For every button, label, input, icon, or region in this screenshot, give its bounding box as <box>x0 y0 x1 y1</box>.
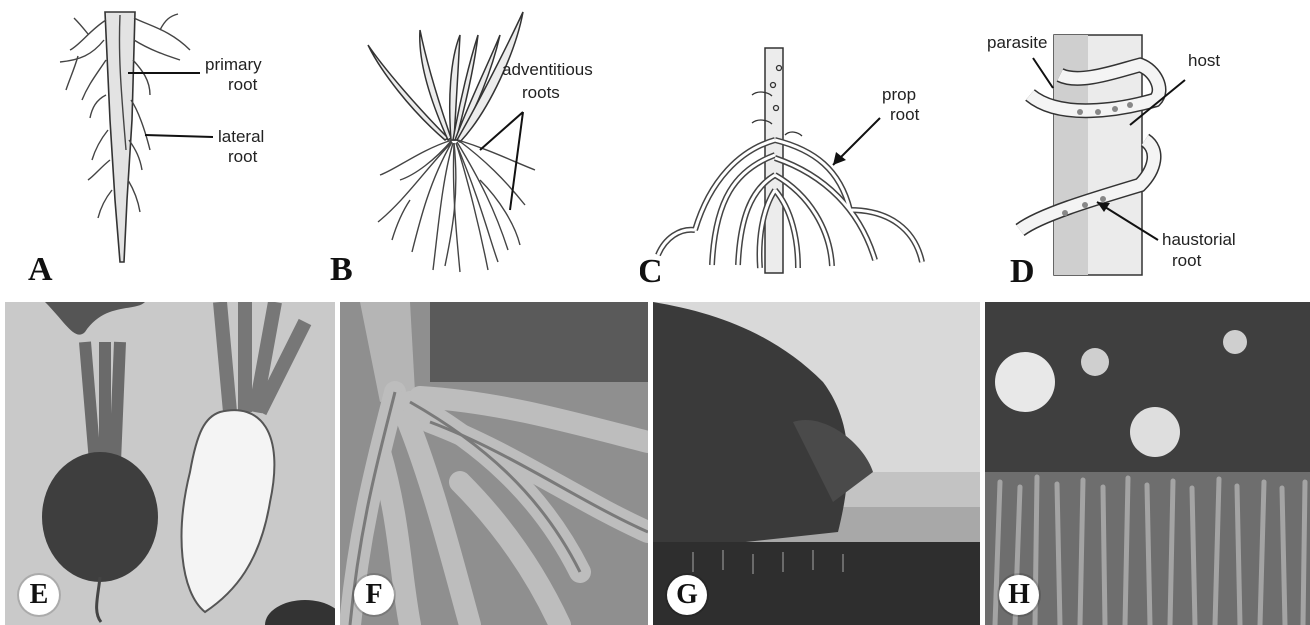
panel-f-letter: F <box>354 575 394 615</box>
panel-a-taproot-diagram: primary root lateral root A <box>0 0 320 295</box>
adventitious-label-line1: adventitious <box>502 60 593 79</box>
storage-roots-photo <box>5 302 335 625</box>
prop-root-label-line1: prop <box>882 85 916 104</box>
haustorial-label-line1: haustorial <box>1162 230 1236 249</box>
adventitious-roots-drawing: adventitious roots B <box>320 0 640 295</box>
panel-b-letter: B <box>330 251 353 288</box>
lateral-root-label-line1: lateral <box>218 127 264 146</box>
adventitious-label-line2: roots <box>522 83 560 102</box>
panel-a-letter: A <box>28 251 53 288</box>
haustorial-drawing: parasite host haustorial root D <box>970 0 1310 295</box>
panel-g-photo-mangrove-shore: G <box>653 302 980 625</box>
pneumatophores-photo <box>985 302 1310 625</box>
prop-roots-drawing: prop root C <box>640 0 970 295</box>
panel-h-letter: H <box>999 575 1039 615</box>
primary-root-label-line2: root <box>228 75 258 94</box>
lateral-root-pointer <box>145 135 213 137</box>
mangrove-shore-photo <box>653 302 980 625</box>
panel-e-letter: E <box>19 575 59 615</box>
panel-d-haustorial-diagram: parasite host haustorial root D <box>970 0 1310 295</box>
parasite-pointer <box>1033 58 1053 88</box>
panel-d-letter: D <box>1010 253 1035 290</box>
panel-c-prop-root-diagram: prop root C <box>640 0 970 295</box>
panel-b-adventitious-diagram: adventitious roots B <box>320 0 640 295</box>
panel-h-photo-pneumatophores: H <box>985 302 1310 625</box>
parasite-label: parasite <box>987 33 1047 52</box>
prop-root-outer <box>658 140 922 268</box>
prop-root-inner <box>658 140 922 268</box>
panel-e-photo-storage-roots: E <box>5 302 335 625</box>
host-label: host <box>1188 51 1220 70</box>
panel-c-letter: C <box>640 253 663 290</box>
lateral-root-label-line2: root <box>228 147 258 166</box>
surface-roots-photo <box>340 302 648 625</box>
primary-root-label-line1: primary <box>205 55 262 74</box>
grass-leaves <box>368 12 523 142</box>
taproot-drawing: primary root lateral root A <box>0 0 320 295</box>
panel-f-photo-surface-roots: F <box>340 302 648 625</box>
panel-g-letter: G <box>667 575 707 615</box>
prop-root-label-line2: root <box>890 105 920 124</box>
haustorial-label-line2: root <box>1172 251 1202 270</box>
